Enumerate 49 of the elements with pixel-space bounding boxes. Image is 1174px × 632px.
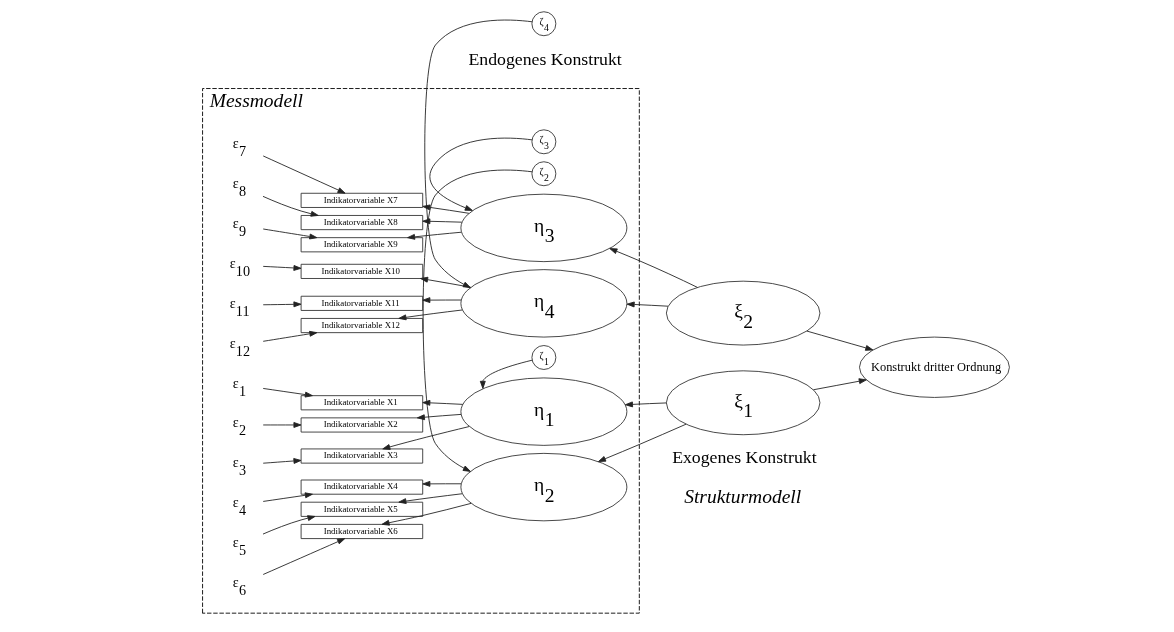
node-box: Indikatorvariable X10	[300, 263, 423, 279]
arrow	[262, 330, 317, 342]
arrow	[805, 330, 873, 351]
arrow	[421, 399, 463, 406]
node-box: Indikatorvariable X7	[300, 192, 423, 208]
arrow	[262, 228, 317, 240]
arrow	[262, 458, 301, 464]
arrow	[419, 276, 471, 288]
arrow	[262, 515, 315, 535]
arrow	[262, 301, 301, 308]
node-box: Indikatorvariable X11	[300, 295, 423, 311]
arrow	[262, 538, 345, 575]
arrow	[428, 137, 532, 211]
label: Exogenes Konstrukt	[671, 447, 817, 468]
arrow	[416, 413, 461, 421]
node-box: Indikatorvariable X6	[300, 523, 423, 540]
node-box: Indikatorvariable X4	[300, 479, 423, 495]
arrow	[397, 309, 463, 321]
arrow	[397, 493, 463, 504]
arrow	[597, 423, 687, 462]
arrow	[406, 231, 462, 240]
arrow	[262, 422, 301, 428]
arrow	[262, 265, 301, 271]
arrow	[262, 492, 313, 502]
node-box: Indikatorvariable X2	[300, 417, 423, 433]
node-box: Indikatorvariable X12	[300, 318, 423, 334]
arrow	[421, 297, 462, 304]
arrow	[262, 388, 313, 398]
node-box: Indikatorvariable X3	[300, 448, 423, 464]
arrow	[423, 19, 532, 289]
node-box: Indikatorvariable X8	[300, 215, 423, 231]
arrow	[624, 401, 667, 408]
arrow	[381, 502, 471, 526]
arrow	[479, 359, 532, 389]
node-box: Indikatorvariable X5	[300, 501, 423, 517]
node-box: Indikatorvariable X1	[300, 395, 423, 411]
arrow	[626, 301, 668, 308]
arrow	[421, 204, 469, 214]
arrow	[262, 195, 319, 217]
arrow	[421, 480, 462, 487]
label: Strukturmodell	[683, 485, 801, 507]
arrow	[262, 155, 346, 194]
arrow	[422, 169, 532, 472]
node-box: Indikatorvariable X9	[300, 237, 423, 253]
arrow	[812, 378, 867, 391]
arrow	[421, 218, 462, 225]
arrow	[608, 248, 698, 288]
label: Endogenes Konstrukt	[467, 48, 622, 69]
arrow	[381, 426, 470, 450]
